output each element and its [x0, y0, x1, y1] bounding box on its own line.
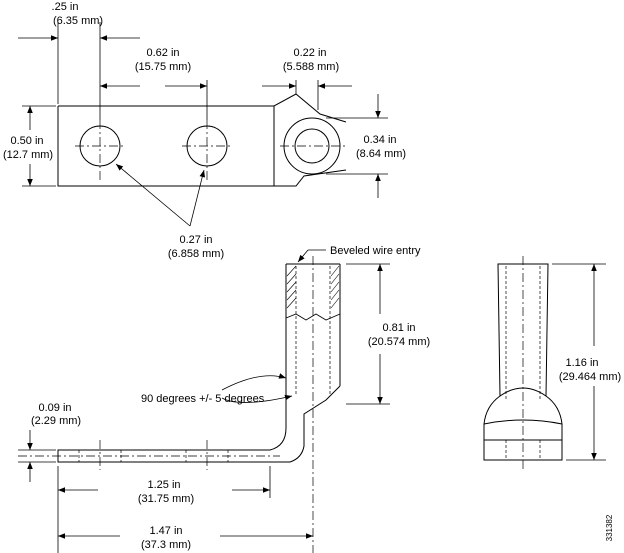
- top-view: .25 in (6.35 mm) 0.62 in (15.75 mm) 0.22…: [3, 1, 406, 260]
- dim-bend-to-end-mm: (31.75 mm): [138, 493, 194, 505]
- dim-tongue-offset-mm: (5.588 mm): [283, 61, 339, 73]
- label-bend-angle: 90 degrees +/- 5 degrees: [141, 393, 265, 405]
- label-beveled-entry: Beveled wire entry: [330, 245, 421, 257]
- dim-width-mm: (12.7 mm): [3, 149, 53, 161]
- dim-bend-to-end-in: 1.25 in: [147, 479, 180, 491]
- dim-hole-spacing-mm: (15.75 mm): [135, 61, 191, 73]
- side-view: Beveled wire entry 90 degrees +/- 5 degr…: [18, 245, 430, 553]
- dim-barrel-height-mm: (20.574 mm): [368, 336, 430, 348]
- dim-hole-dia-mm: (6.858 mm): [168, 248, 224, 260]
- dim-overall-height-in: 1.16 in: [565, 357, 598, 369]
- end-view: 1.16 in (29.464 mm) 331382: [483, 256, 621, 541]
- dim-hole-offset-mm: (6.35 mm): [53, 15, 103, 27]
- dim-width-in: 0.50 in: [10, 135, 43, 147]
- dim-barrel-dia-mm: (8.64 mm): [356, 148, 406, 160]
- dim-hole-spacing-in: 0.62 in: [146, 47, 179, 59]
- dim-thickness-in: 0.09 in: [38, 402, 71, 414]
- dim-overall-height-mm: (29.464 mm): [559, 371, 621, 383]
- figure-id: 331382: [605, 514, 614, 541]
- dim-hole-dia-in: 0.27 in: [179, 234, 212, 246]
- barrel-inner: [294, 128, 330, 164]
- dim-overall-length-mm: (37.3 mm): [141, 539, 191, 551]
- dim-tongue-offset-in: 0.22 in: [293, 47, 326, 59]
- dim-barrel-height-in: 0.81 in: [382, 322, 415, 334]
- dim-overall-length-in: 1.47 in: [149, 525, 182, 537]
- end-view-outline: [483, 263, 563, 461]
- dim-thickness-mm: (2.29 mm): [31, 415, 81, 427]
- dim-hole-offset-in: .25 in: [52, 1, 79, 13]
- dim-barrel-dia-in: 0.34 in: [363, 134, 396, 146]
- beveled-entry-hatch: [286, 265, 340, 309]
